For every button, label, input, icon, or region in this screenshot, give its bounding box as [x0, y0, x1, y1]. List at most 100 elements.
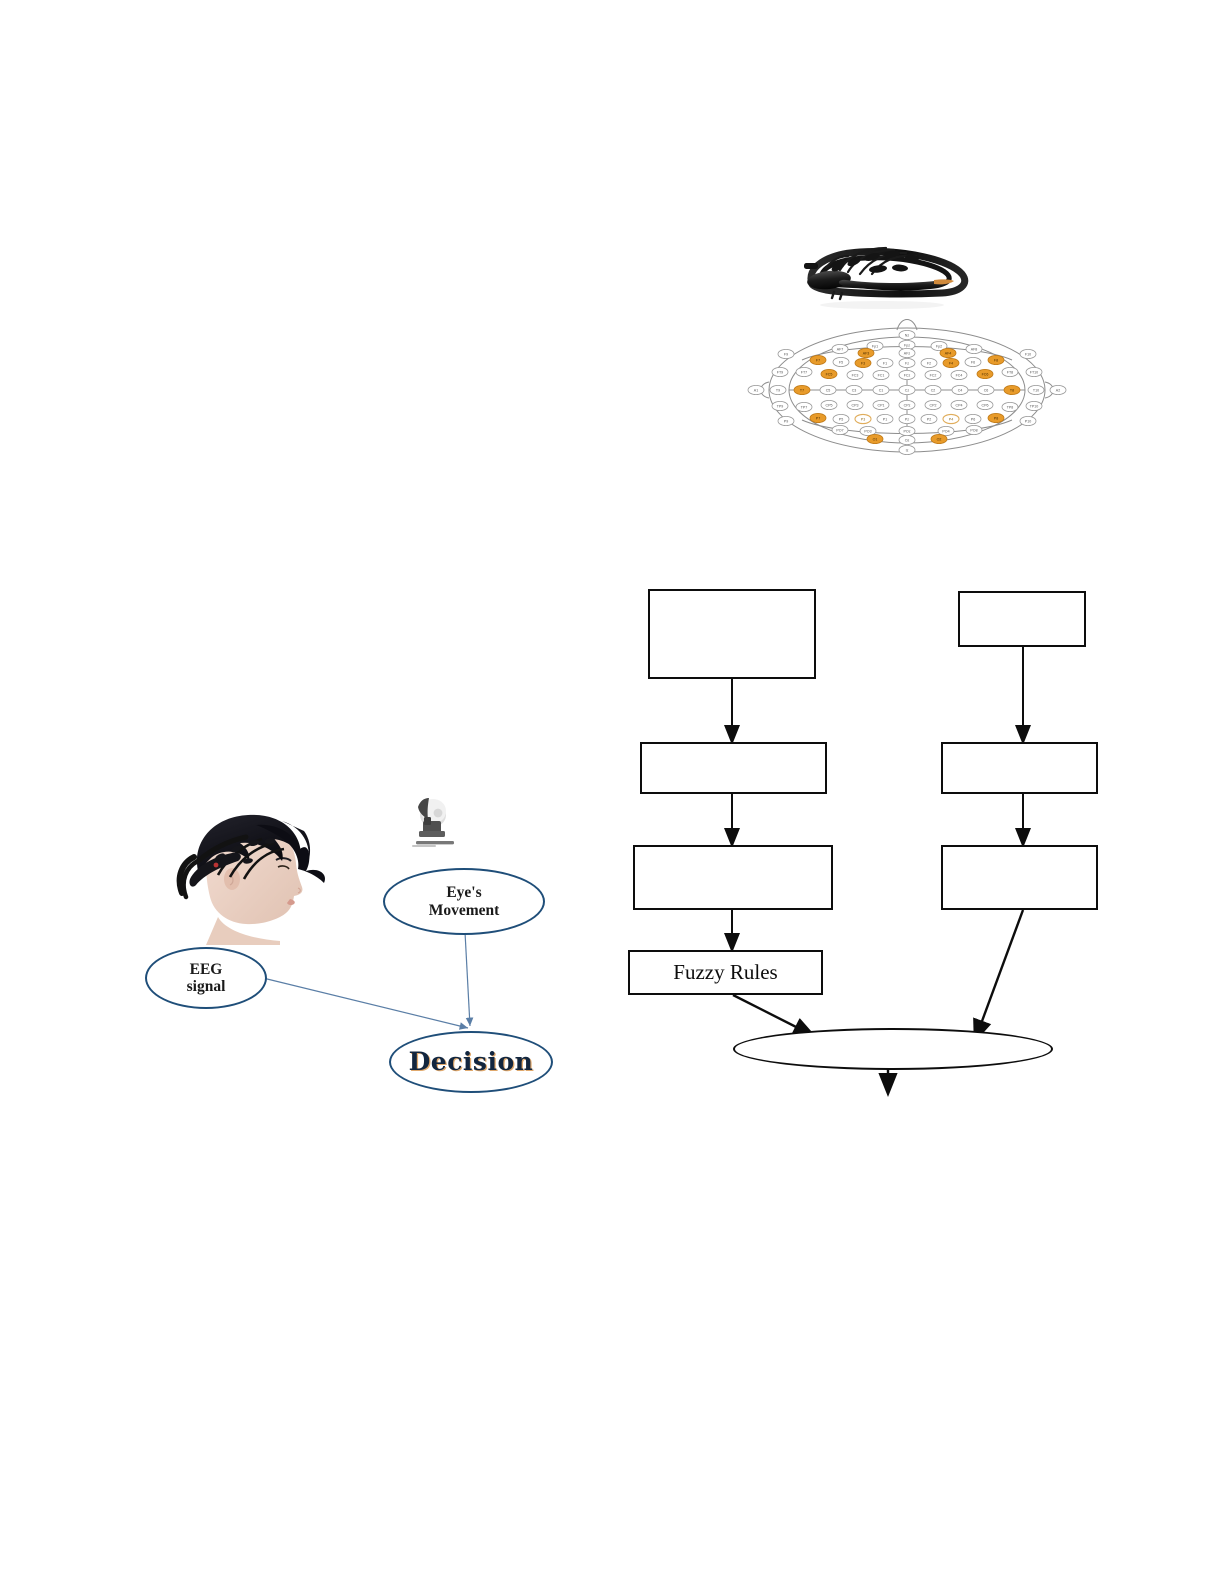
svg-text:AF4: AF4 — [945, 351, 952, 355]
connector-eeg-to-decision — [262, 977, 469, 1030]
svg-text:F8: F8 — [994, 358, 998, 362]
svg-text:AFz: AFz — [904, 351, 911, 355]
flowchart-box-fuzzy-rules-label: Fuzzy Rules — [673, 960, 778, 984]
svg-text:O2: O2 — [937, 437, 942, 441]
svg-text:TP10: TP10 — [1030, 404, 1039, 408]
svg-text:O1: O1 — [873, 437, 878, 441]
oval-eye-movement-label: Eye's Movement — [429, 884, 500, 919]
svg-text:FT10: FT10 — [1030, 370, 1038, 374]
connector-l4-merge — [732, 993, 817, 1038]
svg-text:F4: F4 — [949, 361, 953, 365]
svg-text:P8: P8 — [994, 416, 998, 420]
oval-decision[interactable]: Decision — [389, 1031, 553, 1093]
svg-text:F6: F6 — [971, 360, 975, 364]
connector-r3-merge — [973, 909, 1025, 1044]
flowchart-box-right-3[interactable] — [941, 845, 1098, 910]
flowchart-box-left-1[interactable] — [648, 589, 816, 679]
svg-text:FC4: FC4 — [956, 373, 963, 377]
svg-text:CP3: CP3 — [852, 403, 859, 407]
concept-diagram: Eye's Movement EEG signal Decision — [140, 795, 565, 1100]
svg-text:CP6: CP6 — [982, 403, 989, 407]
svg-text:F10: F10 — [1025, 352, 1031, 356]
svg-text:AF3: AF3 — [863, 351, 870, 355]
svg-text:PO3: PO3 — [864, 429, 871, 433]
svg-text:PO8: PO8 — [970, 428, 977, 432]
eeg-signal-line2: signal — [186, 978, 226, 995]
svg-text:C6: C6 — [984, 388, 989, 392]
flowchart-box-left-2[interactable] — [640, 742, 827, 794]
svg-text:F1: F1 — [883, 361, 887, 365]
eeg-signal-line1: EEG — [189, 960, 223, 978]
svg-text:FT7: FT7 — [801, 370, 807, 374]
oval-eeg-signal-label: EEG signal — [187, 961, 226, 996]
flowchart-box-right-1[interactable] — [958, 591, 1086, 647]
svg-text:P6: P6 — [971, 417, 975, 421]
svg-text:FCz: FCz — [904, 373, 911, 377]
svg-text:FC1: FC1 — [878, 373, 885, 377]
svg-text:P7: P7 — [816, 416, 820, 420]
svg-text:CP2: CP2 — [930, 403, 937, 407]
svg-text:F5: F5 — [839, 360, 843, 364]
eeg-headset-icon — [804, 246, 969, 309]
eeg-electrode-montage: Nz Fpz Fp1 Fp2 F9 AF7 AF3 AFz AF4 AF8 F1… — [742, 302, 1072, 467]
svg-text:AF8: AF8 — [971, 347, 978, 351]
svg-text:FC3: FC3 — [852, 373, 859, 377]
flowchart-box-fuzzy-rules[interactable]: Fuzzy Rules — [628, 950, 823, 995]
svg-text:Fp1: Fp1 — [872, 344, 878, 348]
svg-text:AF7: AF7 — [837, 347, 844, 351]
svg-text:P10: P10 — [1025, 419, 1031, 423]
eye-tracker-camera-icon — [402, 795, 466, 857]
oval-decision-label: Decision — [408, 1047, 534, 1076]
svg-text:P1: P1 — [883, 417, 887, 421]
svg-text:Oz: Oz — [905, 438, 910, 442]
svg-text:P2: P2 — [927, 417, 931, 421]
svg-text:FC2: FC2 — [930, 373, 937, 377]
svg-text:Iz: Iz — [906, 448, 909, 452]
svg-text:P4: P4 — [949, 417, 953, 421]
svg-text:F7: F7 — [816, 358, 820, 362]
svg-text:Pz: Pz — [905, 417, 909, 421]
svg-text:A1: A1 — [754, 388, 758, 392]
svg-text:C3: C3 — [852, 388, 857, 392]
flowchart: Fuzzy Rules — [620, 565, 1120, 1097]
eye-movement-line1: Eye's — [446, 884, 482, 902]
flowchart-box-right-2[interactable] — [941, 742, 1098, 794]
oval-eye-movement[interactable]: Eye's Movement — [383, 868, 545, 935]
svg-text:A2: A2 — [1056, 388, 1060, 392]
svg-text:T9: T9 — [776, 388, 780, 392]
flowchart-box-left-3[interactable] — [633, 845, 833, 910]
svg-text:Nz: Nz — [905, 333, 910, 337]
svg-text:Fpz: Fpz — [904, 343, 910, 347]
svg-text:Fp2: Fp2 — [936, 344, 942, 348]
electrode-map-svg: Nz Fpz Fp1 Fp2 F9 AF7 AF3 AFz AF4 AF8 F1… — [747, 319, 1067, 455]
svg-text:FC5: FC5 — [826, 372, 833, 376]
svg-text:FT8: FT8 — [1007, 370, 1013, 374]
svg-text:CP5: CP5 — [826, 403, 833, 407]
flowchart-merge-ellipse[interactable] — [733, 1028, 1053, 1070]
svg-text:P9: P9 — [784, 419, 788, 423]
svg-text:C4: C4 — [958, 388, 963, 392]
svg-text:C2: C2 — [931, 388, 936, 392]
svg-text:C1: C1 — [879, 388, 884, 392]
person-profile-icon — [176, 814, 326, 945]
concept-connectors — [262, 931, 474, 1030]
svg-text:FC6: FC6 — [982, 372, 989, 376]
svg-text:T10: T10 — [1033, 388, 1039, 392]
svg-text:CP4: CP4 — [956, 403, 963, 407]
connector-eye-to-decision — [464, 931, 474, 1027]
svg-text:TP9: TP9 — [777, 404, 784, 408]
svg-text:CP1: CP1 — [878, 403, 885, 407]
svg-text:C5: C5 — [826, 388, 831, 392]
camera-device-icon — [412, 798, 454, 847]
eye-movement-line2: Movement — [428, 901, 500, 919]
svg-text:FT9: FT9 — [777, 370, 783, 374]
oval-eeg-signal[interactable]: EEG signal — [145, 947, 267, 1009]
svg-text:T7: T7 — [800, 388, 804, 392]
eeg-headset-photo — [782, 228, 982, 313]
electrode-nodes: Nz Fpz Fp1 Fp2 F9 AF7 AF3 AFz AF4 AF8 F1… — [747, 329, 1067, 455]
svg-text:PO4: PO4 — [942, 429, 949, 433]
svg-text:TP8: TP8 — [1007, 405, 1014, 409]
svg-text:T8: T8 — [1010, 388, 1014, 392]
svg-text:Cz: Cz — [905, 388, 910, 392]
